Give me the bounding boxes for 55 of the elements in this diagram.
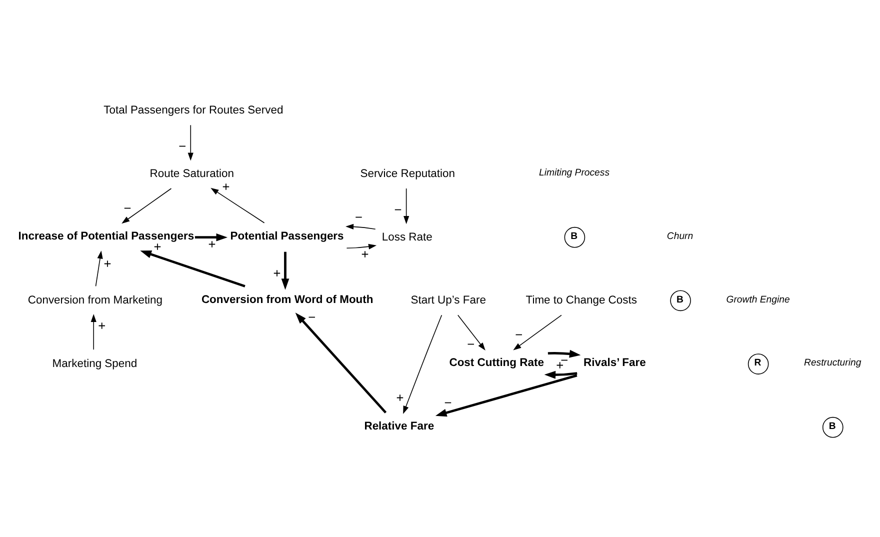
- arrow: [435, 374, 578, 416]
- node-text: Conversion from Marketing: [28, 294, 163, 306]
- edge-label: −: [355, 209, 362, 224]
- arrow: [346, 243, 377, 249]
- edge-label: +: [396, 389, 404, 404]
- node-text: Relative Fare: [364, 420, 434, 432]
- edge-label: −: [515, 326, 523, 342]
- arrow: [140, 250, 246, 287]
- edge-label: +: [222, 178, 230, 194]
- edge-label: +: [98, 318, 106, 333]
- node-text: Rivals’ Fare: [584, 356, 646, 369]
- node-text: Start Up’s Fare: [410, 294, 486, 306]
- arrow: [194, 232, 228, 241]
- edge-label: +: [104, 255, 112, 270]
- edge-label: +: [273, 264, 281, 280]
- label: Limiting Process: [539, 167, 610, 178]
- label: Restructuring: [804, 357, 862, 368]
- arrow: [403, 314, 442, 414]
- node-text: Potential Passengers: [230, 230, 344, 242]
- arrow: [513, 314, 562, 350]
- edge-label: +: [361, 246, 369, 262]
- arrow: [544, 370, 578, 378]
- arrow: [404, 188, 410, 224]
- label: B: [570, 230, 578, 242]
- edge-label: +: [208, 236, 216, 252]
- arrow: [90, 313, 96, 350]
- node-text: Increase of Potential Passengers: [18, 230, 194, 242]
- node-text: Loss Rate: [382, 230, 432, 243]
- arrow: [548, 349, 581, 358]
- node-text: Total Passengers for Routes Served: [104, 104, 284, 116]
- arrow: [95, 250, 103, 286]
- arrow: [458, 314, 486, 350]
- node-text: Service Reputation: [360, 167, 456, 180]
- arrow: [210, 187, 265, 223]
- edge-label: −: [124, 200, 132, 215]
- edge-label: −: [394, 202, 402, 217]
- arrow: [346, 223, 376, 229]
- arrow: [122, 188, 172, 224]
- label: B: [676, 294, 684, 305]
- edge-label: −: [444, 394, 452, 410]
- edge-label: −: [178, 138, 186, 154]
- edge-label: −: [308, 309, 316, 324]
- label: R: [754, 357, 762, 368]
- edge-label: −: [467, 336, 475, 351]
- arrow: [295, 312, 387, 413]
- label: B: [828, 420, 836, 432]
- arrow: [281, 251, 290, 290]
- node-text: Conversion from Word of Mouth: [201, 293, 374, 306]
- node-text: Route Saturation: [150, 167, 234, 180]
- node-text: Cost Cutting Rate: [449, 356, 544, 369]
- arrow: [188, 124, 194, 160]
- node-text: Time to Change Costs: [526, 294, 637, 306]
- label: Churn: [666, 230, 694, 242]
- node-text: Marketing Spend: [52, 357, 138, 370]
- label: Growth Engine: [726, 294, 790, 305]
